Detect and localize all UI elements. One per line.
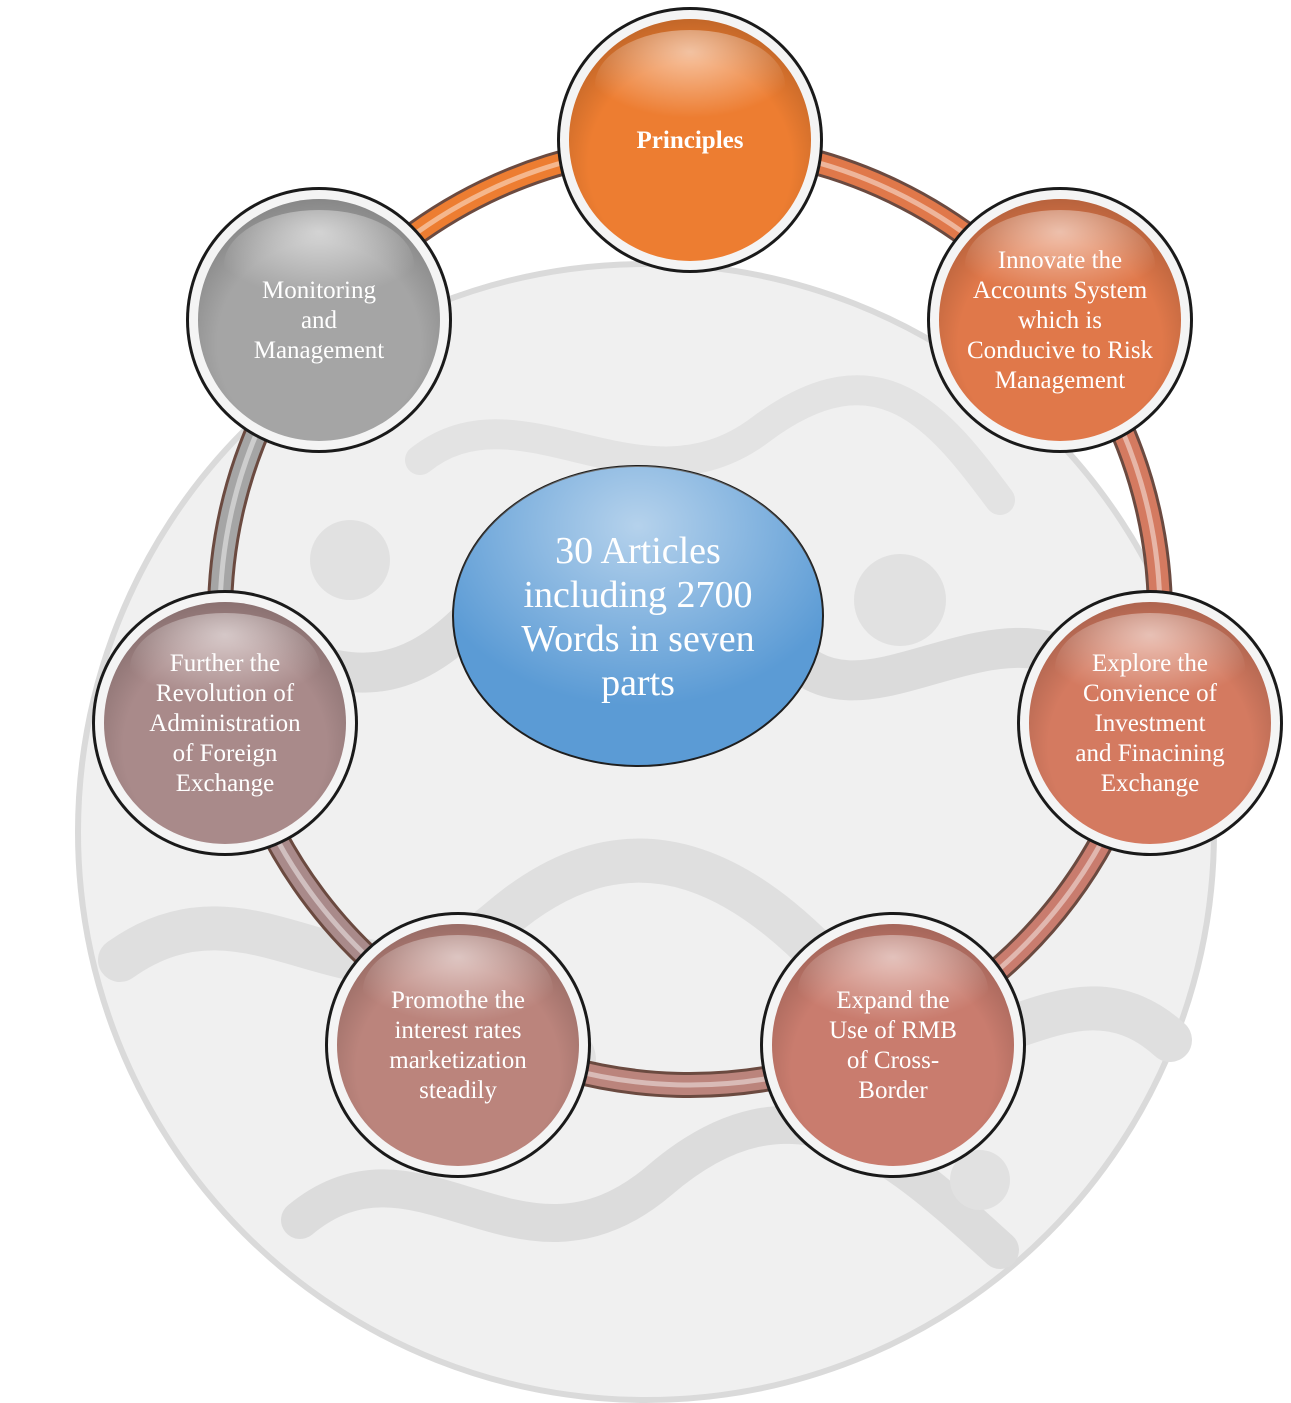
node-label-line: Monitoring	[262, 277, 376, 304]
node-label-line: which is	[1018, 307, 1102, 334]
node-label-line: Further the	[170, 650, 280, 677]
node-label-line: and	[301, 307, 338, 334]
node-label-line: Management	[254, 337, 385, 364]
node-gloss	[595, 30, 785, 140]
node-label: Promothe the interest rates marketization s…	[389, 987, 527, 1104]
node-gloss	[1055, 613, 1245, 723]
node-label-line: Principles	[637, 127, 744, 154]
node-label-line: Administration	[149, 710, 301, 737]
node-label-line: Expand the	[836, 987, 949, 1014]
node-principles: Principles	[557, 7, 823, 273]
node-label-line: Exchange	[1101, 770, 1200, 797]
node-label-line: Use of RMB	[829, 1017, 957, 1044]
node-gloss	[130, 613, 320, 723]
node-label-line: Conducive to Risk	[967, 337, 1154, 364]
node-label-line: and Finacining	[1075, 740, 1225, 767]
node-label-line: Revolution of	[156, 680, 295, 707]
node-label-line: of Foreign	[173, 740, 278, 767]
node-label-line: Convience of	[1083, 680, 1218, 707]
node-label: Principles	[637, 127, 744, 154]
node-label-line: Management	[995, 367, 1126, 394]
node-label-line: Innovate the	[998, 247, 1122, 274]
center-label-line: parts	[601, 662, 675, 704]
center-gloss	[453, 466, 823, 766]
node-label-line: Explore the	[1092, 650, 1208, 677]
node-label-line: Exchange	[176, 770, 275, 797]
center-label-line: 30 Articles	[555, 530, 721, 572]
node-interest-rates: Promothe the interest rates marketization s…	[325, 912, 591, 1178]
node-label-line: Investment	[1094, 710, 1205, 737]
node-label-line: of Cross-	[847, 1047, 939, 1074]
node-gloss	[363, 935, 553, 1045]
node-gloss	[224, 210, 414, 320]
node-label-line: marketization	[389, 1047, 527, 1074]
node-label-line: interest rates	[394, 1017, 521, 1044]
node-label-line: steadily	[419, 1077, 497, 1104]
center-label-line: Words in seven	[521, 618, 754, 660]
node-gloss	[965, 210, 1155, 320]
node-label-line: Accounts System	[973, 277, 1148, 304]
node-gloss	[798, 935, 988, 1045]
node-label-line: Promothe the	[391, 987, 525, 1014]
node-label-line: Border	[858, 1077, 928, 1104]
center-label-line: including 2700	[523, 574, 752, 616]
